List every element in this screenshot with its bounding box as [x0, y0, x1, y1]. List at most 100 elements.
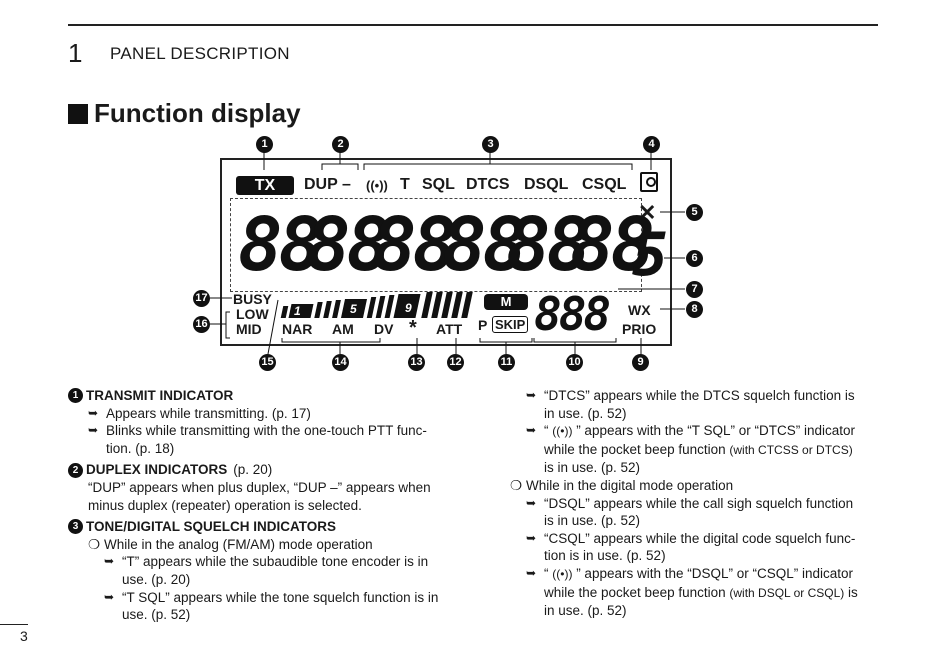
freq-digit-3: 88	[372, 202, 457, 288]
power-save-icon	[640, 172, 658, 192]
bullet-note: (with CTCSS or DTCS)	[729, 442, 853, 457]
arrow-bullet-icon: ➥	[526, 530, 537, 545]
callout-10: 10	[566, 354, 583, 371]
low-indicator: LOW	[236, 306, 269, 322]
bullet-text: in use. (p. 52)	[544, 405, 627, 421]
callout-9: 9	[632, 354, 649, 371]
chapter-title: PANEL DESCRIPTION	[110, 44, 290, 63]
callout-12: 12	[447, 354, 464, 371]
bullet-text: ” appears with the “DSQL” or “CSQL” indi…	[572, 565, 854, 581]
bullet-text: “DSQL” appears while the call sigh squel…	[544, 495, 854, 511]
paragraph-line: “DUP” appears when plus duplex, “DUP –” …	[88, 479, 431, 495]
callout-3: 3	[482, 136, 499, 153]
s-meter-label-5: 5	[350, 302, 357, 316]
item-transmit-indicator: 1 TRANSMIT INDICATOR	[68, 387, 468, 405]
dv-indicator: DV	[374, 321, 394, 337]
memory-channel-digits: 888	[534, 287, 611, 341]
item-number: 3	[68, 519, 83, 535]
bullet-text: while the pocket beep function	[544, 441, 730, 457]
bullet-text: is in use. (p. 52)	[544, 460, 641, 476]
right-column: ➥ “DTCS” appears while the DTCS squelch f…	[510, 387, 890, 620]
bullet-text: “DTCS” appears while the DTCS squelch fu…	[544, 388, 855, 403]
mid-indicator: MID	[236, 321, 262, 337]
paragraph-line: minus duplex (repeater) operation is sel…	[88, 497, 362, 513]
item-title: TRANSMIT INDICATOR	[86, 388, 234, 403]
pocket-beep-icon: ((•))	[552, 424, 573, 439]
busy-indicator: BUSY	[233, 291, 272, 307]
sub-heading: While in the analog (FM/AM) mode operati…	[104, 536, 373, 552]
p-indicator: P	[478, 317, 488, 333]
arrow-bullet-icon: ➥	[526, 565, 537, 580]
callout-11: 11	[498, 354, 515, 371]
pocket-beep-icon: ((•))	[366, 178, 388, 193]
section-title-text: Function display	[94, 98, 301, 128]
arrow-bullet-icon: ➥	[526, 388, 537, 402]
item-title: TONE/DIGITAL SQUELCH INDICATORS	[86, 519, 337, 535]
page-number: 3	[20, 628, 28, 644]
skip-indicator: SKIP	[492, 316, 529, 333]
bullet-text: use. (p. 20)	[122, 571, 191, 587]
tone-dsql: DSQL	[524, 176, 569, 193]
top-rule	[68, 24, 878, 26]
am-indicator: AM	[332, 321, 354, 337]
speaker-mute-icon: ✕	[638, 200, 657, 225]
att-indicator: ATT	[436, 321, 463, 337]
arrow-bullet-icon: ➥	[526, 423, 537, 438]
frequency-digits-area	[230, 198, 642, 292]
memory-indicator: M	[484, 294, 528, 310]
wx-indicator: WX	[628, 302, 651, 318]
bullet-text: “	[544, 423, 553, 439]
bullet-text: ” appears with the “T SQL” or “DTCS” ind…	[572, 423, 856, 439]
tone-sql: SQL	[422, 176, 455, 193]
callout-17: 17	[193, 290, 210, 307]
freq-digit-2: 88	[306, 202, 391, 288]
tone-dtcs: DTCS	[466, 176, 510, 193]
item-number: 1	[68, 388, 83, 404]
callout-5: 5	[686, 204, 703, 221]
bullet-text: Appears while transmitting. (p. 17)	[106, 405, 311, 421]
s-digit: 5	[632, 220, 668, 290]
callout-14: 14	[332, 354, 349, 371]
bullet-text: is	[844, 584, 858, 600]
tx-indicator: TX	[236, 176, 294, 195]
callout-15: 15	[259, 354, 276, 371]
callout-8: 8	[686, 301, 703, 318]
s-meter-label-9: 9	[405, 301, 412, 315]
nar-indicator: NAR	[282, 321, 313, 337]
callout-6: 6	[686, 250, 703, 267]
bullet-text: in use. (p. 52)	[544, 603, 627, 619]
bullet-note: (with DSQL or CSQL)	[729, 585, 845, 600]
bullet-text: use. (p. 52)	[122, 607, 191, 623]
arrow-bullet-icon: ➥	[88, 405, 99, 420]
star-indicator: *	[409, 317, 417, 339]
arrow-bullet-icon: ➥	[104, 554, 115, 569]
callout-4: 4	[643, 136, 660, 153]
s-meter-label-1: 1	[294, 304, 301, 318]
arrow-bullet-icon: ➥	[526, 495, 537, 510]
tone-t: T	[400, 176, 410, 193]
chapter-number: 1	[68, 38, 83, 68]
section-title: Function display	[68, 98, 301, 129]
item-page-ref: (p. 20)	[233, 462, 273, 478]
bullet-text: Blinks while transmitting with the one-t…	[106, 423, 427, 439]
freq-digit-1: 88	[238, 202, 323, 288]
circle-bullet-icon: ❍	[88, 536, 101, 552]
bullet-text: tion is in use. (p. 52)	[544, 548, 666, 564]
arrow-bullet-icon: ➥	[88, 423, 99, 438]
callout-16: 16	[193, 316, 210, 333]
item-title: DUPLEX INDICATORS	[86, 462, 228, 478]
pocket-beep-icon: ((•))	[552, 566, 573, 581]
dup-indicator: DUP –	[304, 176, 351, 193]
square-bullet-icon	[68, 103, 88, 124]
bullet-text: tion. (p. 18)	[106, 440, 175, 456]
callout-1: 1	[256, 136, 273, 153]
freq-digit-5: 88	[506, 202, 591, 288]
item-number: 2	[68, 462, 83, 478]
tone-csql: CSQL	[582, 176, 627, 193]
callout-7: 7	[686, 281, 703, 298]
bullet-text: “T” appears while the subaudible tone en…	[122, 554, 429, 570]
bullet-text: is in use. (p. 52)	[544, 513, 641, 529]
circle-bullet-icon: ❍	[510, 477, 523, 493]
bullet-text: “CSQL” appears while the digital code sq…	[544, 530, 856, 546]
